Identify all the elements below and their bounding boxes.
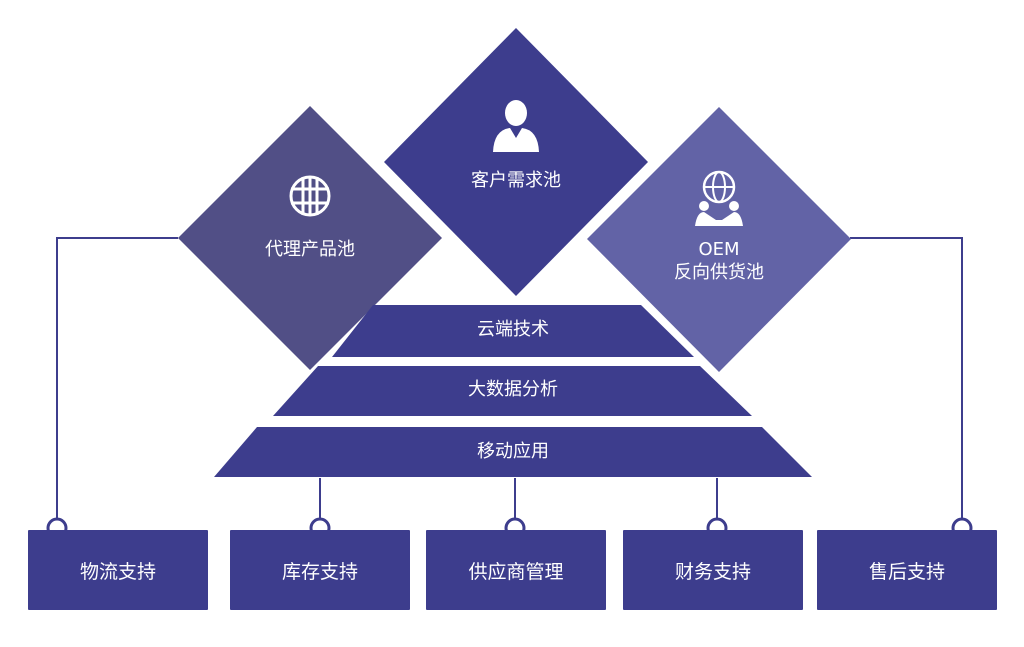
globe-grid-icon	[289, 175, 331, 217]
handshake-globe-icon	[695, 170, 743, 226]
after-sales-support-box: 售后支持	[817, 530, 997, 610]
connector-right	[850, 237, 963, 522]
logistics-support-box: 物流支持	[28, 530, 208, 610]
agent-pool-label: 代理产品池	[265, 239, 355, 260]
oem-pool-label-line2: 反向供货池	[674, 262, 764, 283]
cloud-tech-label: 云端技术	[477, 319, 549, 340]
pyramid-layer-middle	[273, 366, 752, 416]
pyramid-layer-top	[332, 305, 694, 357]
supplier-management-box: 供应商管理	[426, 530, 606, 610]
oem-pool-diamond	[587, 107, 851, 372]
mobile-app-label: 移动应用	[477, 441, 549, 462]
customer-pool-label: 客户需求池	[471, 170, 561, 191]
connector-left	[56, 237, 178, 522]
finance-support-box: 财务支持	[623, 530, 803, 610]
inventory-support-box: 库存支持	[230, 530, 410, 610]
customer-pool-diamond	[384, 28, 648, 296]
oem-pool-label-line1: OEM	[698, 239, 740, 260]
pyramid-layer-bottom	[214, 427, 812, 477]
agent-pool-diamond	[178, 106, 442, 370]
person-icon	[493, 100, 539, 152]
big-data-label: 大数据分析	[468, 379, 558, 400]
